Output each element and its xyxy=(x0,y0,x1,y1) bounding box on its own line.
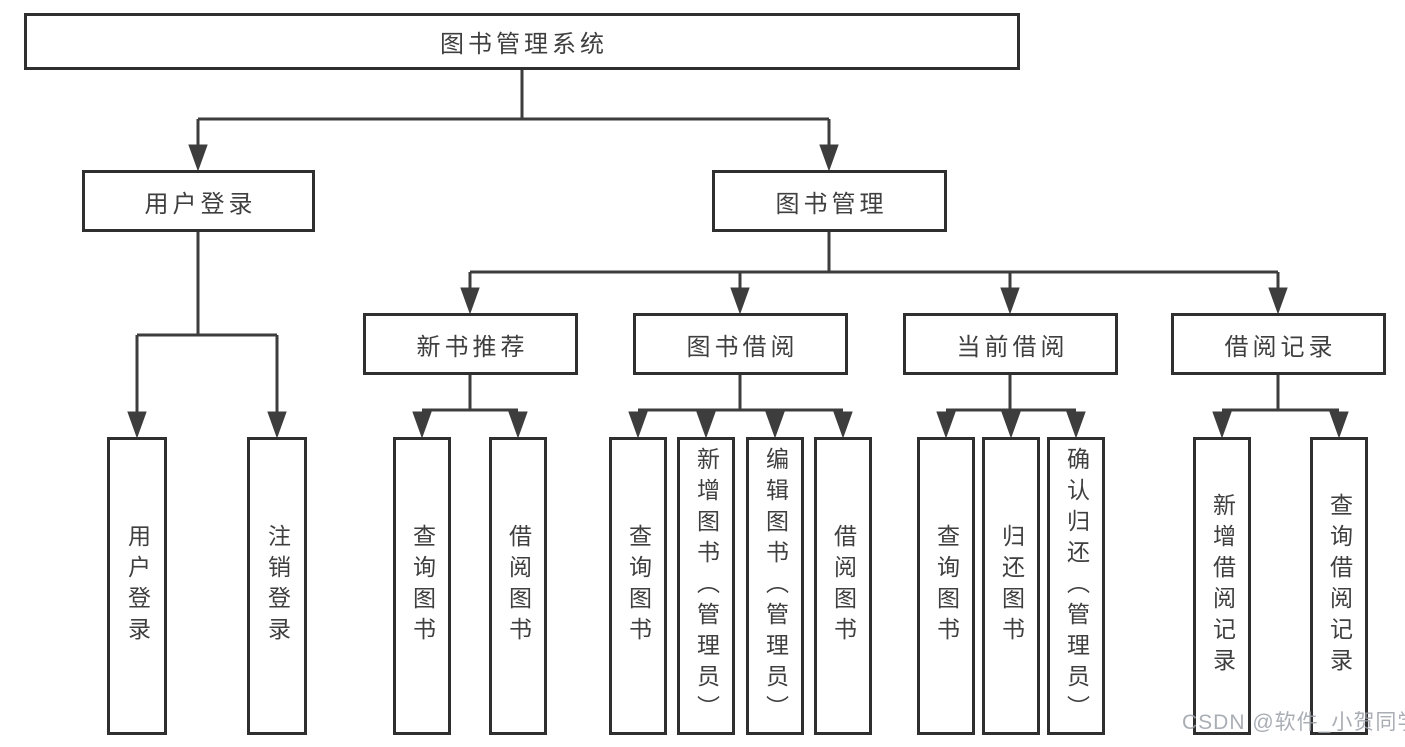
leaf-current-confirm-return-admin: 确认归还（管理员） xyxy=(1047,437,1105,735)
leaf-records-add-record-label: 新增借阅记录 xyxy=(1209,493,1236,679)
leaf-records-search-record: 查询借阅记录 xyxy=(1310,437,1368,735)
leaf-records-add-record: 新增借阅记录 xyxy=(1193,437,1251,735)
node-book-management-label: 图书管理 xyxy=(775,190,888,218)
arrow-icon xyxy=(127,411,147,439)
arrow-icon xyxy=(460,287,480,315)
arrow-icon xyxy=(1066,411,1086,439)
leaf-user-login: 用户登录 xyxy=(107,437,167,735)
leaf-logout-label: 注销登录 xyxy=(264,524,291,648)
arrow-icon xyxy=(1329,411,1349,439)
arrow-icon xyxy=(765,411,785,439)
leaf-borrow-add-book-admin: 新增图书（管理员） xyxy=(677,437,735,735)
leaf-current-search-book: 查询图书 xyxy=(917,437,975,735)
arrow-icon xyxy=(730,287,750,315)
arrow-icon xyxy=(412,411,432,439)
leaf-recommend-search-book-label: 查询图书 xyxy=(409,524,436,648)
leaf-borrow-edit-book-admin: 编辑图书（管理员） xyxy=(746,437,804,735)
node-new-book-recommend: 新书推荐 xyxy=(363,313,578,375)
watermark: CSDN @软件_小贺同学 xyxy=(1182,711,1405,734)
arrow-icon xyxy=(833,411,853,439)
leaf-borrow-edit-book-admin-label: 编辑图书（管理员） xyxy=(762,446,789,726)
leaf-borrow-search-book-label: 查询图书 xyxy=(625,524,652,648)
arrow-icon xyxy=(267,411,287,439)
leaf-borrow-borrow-book: 借阅图书 xyxy=(814,437,872,735)
leaf-borrow-add-book-admin-label: 新增图书（管理员） xyxy=(693,446,720,726)
arrow-icon xyxy=(696,411,716,439)
arrow-icon xyxy=(1212,411,1232,439)
leaf-recommend-borrow-book: 借阅图书 xyxy=(489,437,547,735)
arrow-icon xyxy=(1001,411,1021,439)
node-borrow-records: 借阅记录 xyxy=(1171,313,1386,375)
leaf-current-return-book: 归还图书 xyxy=(982,437,1040,735)
arrow-icon xyxy=(819,144,839,172)
node-borrow-records-label: 借阅记录 xyxy=(1224,333,1337,361)
leaf-recommend-search-book: 查询图书 xyxy=(393,437,451,735)
node-user-login: 用户登录 xyxy=(82,170,315,232)
arrow-icon xyxy=(936,411,956,439)
arrow-icon xyxy=(628,411,648,439)
arrow-icon xyxy=(1268,287,1288,315)
leaf-records-search-record-label: 查询借阅记录 xyxy=(1326,493,1353,679)
node-book-borrow-label: 图书借阅 xyxy=(686,333,799,361)
node-book-management: 图书管理 xyxy=(712,170,947,232)
node-current-borrow-label: 当前借阅 xyxy=(956,333,1069,361)
leaf-user-login-label: 用户登录 xyxy=(124,524,151,648)
node-new-book-recommend-label: 新书推荐 xyxy=(416,333,529,361)
leaf-current-search-book-label: 查询图书 xyxy=(933,524,960,648)
node-book-borrow: 图书借阅 xyxy=(633,313,848,375)
node-root: 图书管理系统 xyxy=(24,13,1020,70)
leaf-borrow-search-book: 查询图书 xyxy=(609,437,667,735)
leaf-current-confirm-return-admin-label: 确认归还（管理员） xyxy=(1063,446,1090,726)
leaf-recommend-borrow-book-label: 借阅图书 xyxy=(505,524,532,648)
arrow-icon xyxy=(188,144,208,172)
arrow-icon xyxy=(508,411,528,439)
leaf-borrow-borrow-book-label: 借阅图书 xyxy=(830,524,857,648)
leaf-current-return-book-label: 归还图书 xyxy=(998,524,1025,648)
node-current-borrow: 当前借阅 xyxy=(903,313,1118,375)
node-root-label: 图书管理系统 xyxy=(440,31,608,58)
arrow-icon xyxy=(1000,287,1020,315)
leaf-logout: 注销登录 xyxy=(247,437,307,735)
node-user-login-label: 用户登录 xyxy=(144,190,257,218)
